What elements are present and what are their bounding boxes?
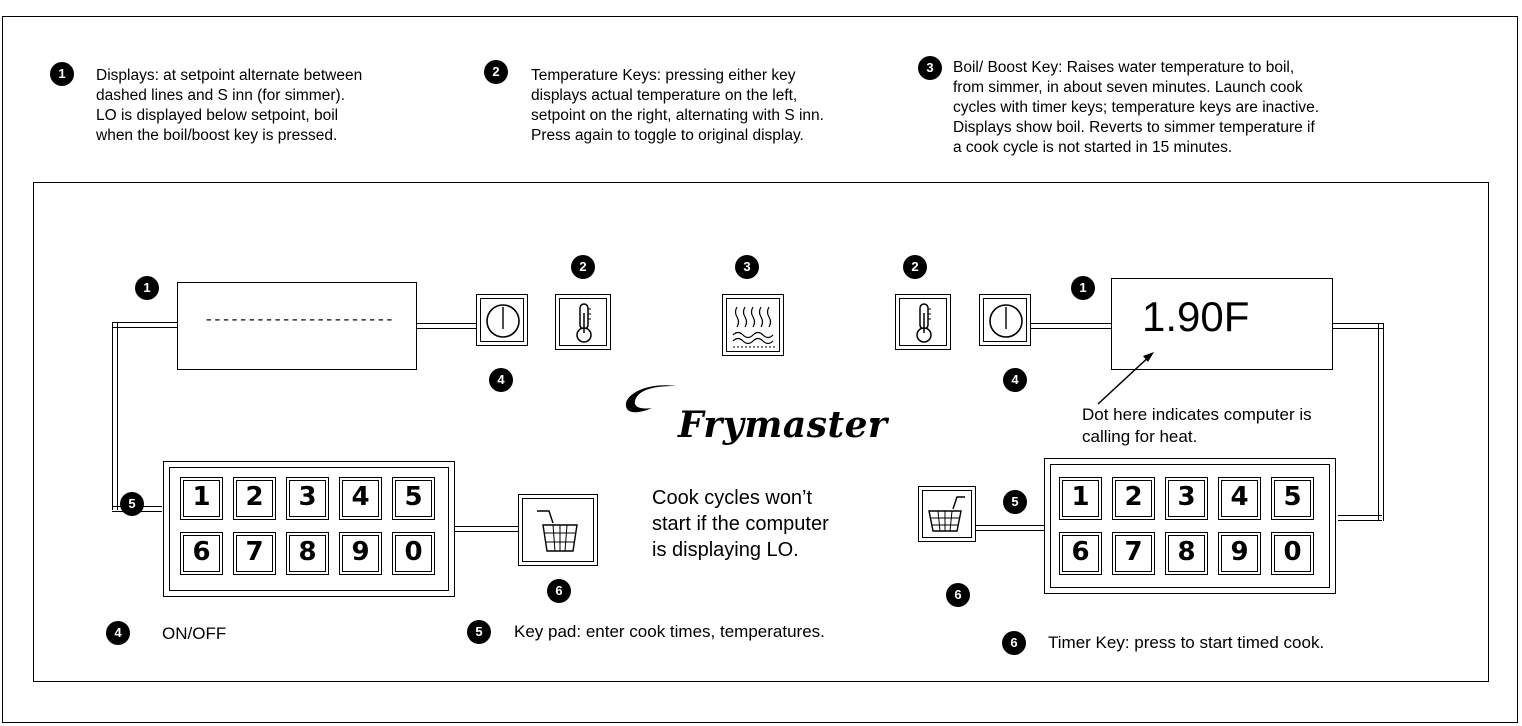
power-icon [989,304,1023,338]
note-2-text: Temperature Keys: pressing either key di… [531,67,824,144]
left-temperature-key[interactable] [555,294,611,350]
connector [1030,323,1112,329]
badge-4-right: 4 [1003,368,1027,392]
connector [112,322,178,328]
note-3-badge: 3 [918,56,942,80]
basket-icon [537,510,578,552]
right-keypad-key-3[interactable]: 3 [1165,477,1208,520]
badge-5-right: 5 [1003,490,1027,514]
right-keypad-key-4[interactable]: 4 [1218,477,1261,520]
left-keypad-key-6[interactable]: 6 [180,532,223,575]
left-keypad-key-5[interactable]: 5 [392,477,435,520]
connector [1378,323,1384,521]
left-display-readout: ---------------------- [204,311,394,329]
connector [416,323,478,329]
badge-1-right: 1 [1071,276,1095,300]
left-keypad-key-4[interactable]: 4 [339,477,382,520]
connector [112,322,118,510]
right-keypad-key-7[interactable]: 7 [1112,532,1155,575]
power-icon [486,304,520,338]
note-4-badge: 4 [106,621,130,645]
note-5-badge: 5 [467,620,491,644]
note-1-badge: 1 [50,62,74,86]
left-keypad-key-3[interactable]: 3 [286,477,329,520]
right-keypad-key-8[interactable]: 8 [1165,532,1208,575]
note-6-text: Timer Key: press to start timed cook. [1048,633,1325,652]
right-keypad-key-0[interactable]: 0 [1271,532,1314,575]
badge-2-right: 2 [903,255,927,279]
badge-6-left: 6 [547,579,571,603]
note-3-text: Boil/ Boost Key: Raises water temperatur… [953,59,1320,156]
boil-steam-icon [732,306,775,348]
left-keypad-key-2[interactable]: 2 [233,477,276,520]
left-keypad-key-9[interactable]: 9 [339,532,382,575]
left-timer-key[interactable] [518,494,598,566]
left-keypad-key-1[interactable]: 1 [180,477,223,520]
note-4-text: ON/OFF [162,624,227,643]
right-keypad-key-1[interactable]: 1 [1059,477,1102,520]
badge-4-left: 4 [489,368,513,392]
cook-cycle-note: Cook cycles won’t start if the computer … [652,487,829,561]
badge-2-left: 2 [571,255,595,279]
note-1-text: Displays: at setpoint alternate between … [96,67,363,144]
basket-icon [928,496,965,532]
right-keypad-key-6[interactable]: 6 [1059,532,1102,575]
control-panel-frame [33,182,1489,682]
badge-6-right: 6 [946,583,970,607]
badge-3: 3 [735,255,759,279]
outer-frame [2,16,1518,723]
connector [454,526,518,532]
note-5-text: Key pad: enter cook times, temperatures. [514,622,825,641]
right-temperature-key[interactable] [895,294,951,350]
badge-5-left: 5 [120,492,144,516]
trademark-dot [870,418,875,423]
right-power-key[interactable] [979,294,1031,346]
connector [1332,323,1384,329]
connector [975,525,1045,531]
left-power-key[interactable] [476,294,528,346]
note-2-badge: 2 [484,60,508,84]
note-6-badge: 6 [1002,631,1026,655]
dot-pointer-arrow [1097,352,1154,405]
right-keypad-key-5[interactable]: 5 [1271,477,1314,520]
left-keypad-key-8[interactable]: 8 [286,532,329,575]
dot-note: Dot here indicates computer is calling f… [1082,405,1312,446]
left-display: ---------------------- [177,282,417,370]
boil-boost-key[interactable] [722,294,784,356]
left-keypad-key-0[interactable]: 0 [392,532,435,575]
frymaster-swoosh-icon [625,385,676,413]
right-timer-key[interactable] [918,486,976,542]
right-keypad-key-9[interactable]: 9 [1218,532,1261,575]
right-keypad-key-2[interactable]: 2 [1112,477,1155,520]
left-keypad-key-7[interactable]: 7 [233,532,276,575]
badge-1-left: 1 [135,276,159,300]
connector [1338,515,1382,521]
brand-logo: Frymaster [678,404,888,446]
thermometer-icon [576,303,592,343]
right-display-readout: 1.90F [1142,293,1250,340]
thermometer-icon [916,303,932,343]
